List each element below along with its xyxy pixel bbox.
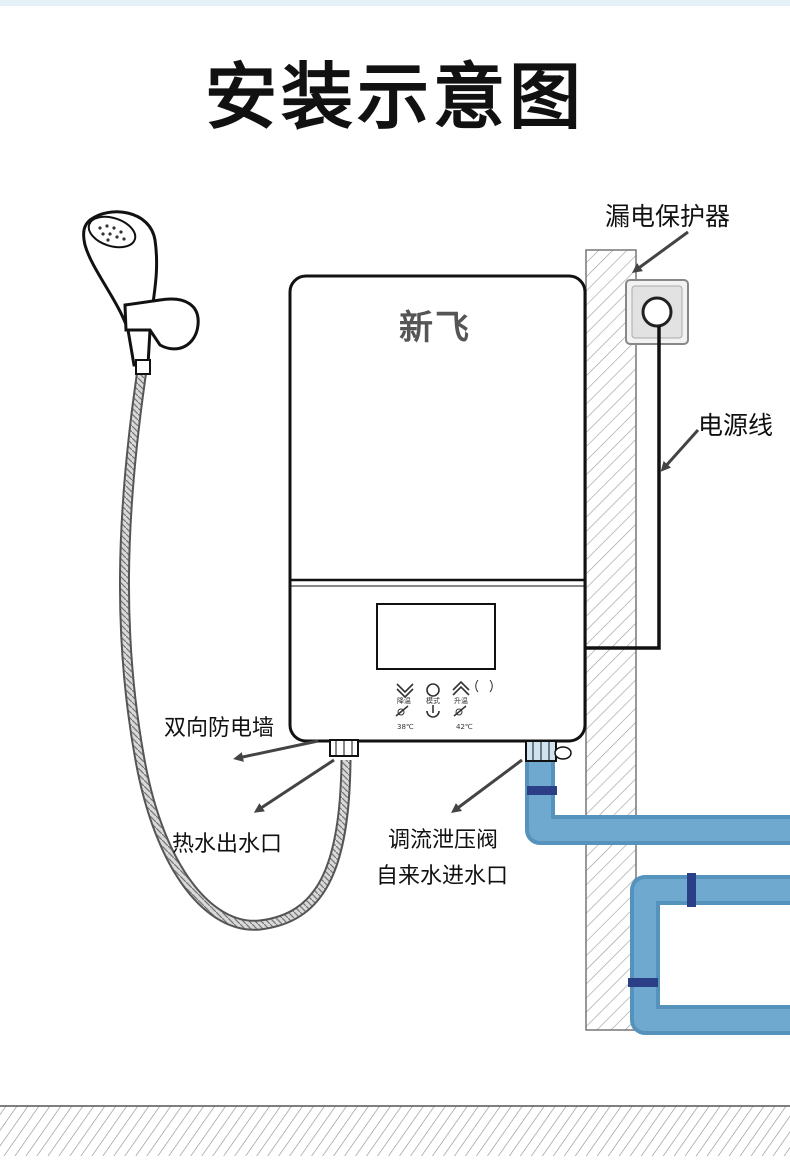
pipe-clamp	[687, 873, 696, 907]
preset-right-icon	[453, 705, 467, 717]
panel-label-up: 升温	[454, 697, 468, 705]
mode-icon	[426, 683, 440, 697]
floor	[0, 1105, 790, 1156]
label-hot-water-outlet: 热水出水口	[172, 832, 283, 857]
top-strip	[0, 0, 790, 6]
power-icon	[426, 705, 440, 718]
leakage-protector-icon	[625, 279, 689, 345]
panel-temp-left: 38℃	[397, 723, 414, 731]
water-heater	[288, 274, 587, 743]
shower-hose	[119, 369, 352, 931]
label-power-cord: 电源线	[698, 411, 774, 440]
label-anti-shock-wall: 双向防电墙	[164, 716, 275, 741]
power-cord	[586, 326, 661, 650]
pipe-clamp	[628, 978, 658, 987]
pipe-clamp	[527, 786, 557, 795]
label-cold-water-inlet: 自来水进水口	[376, 864, 509, 889]
label-pressure-valve: 调流泄压阀	[388, 828, 499, 853]
preset-left-icon	[395, 705, 409, 717]
wifi-icon	[475, 679, 493, 693]
panel-temp-right: 42℃	[456, 723, 473, 731]
temp-down-icon	[396, 683, 414, 699]
shower-head-icon	[82, 210, 200, 375]
pressure-valve-fitting	[525, 740, 572, 762]
panel-label-down: 降温	[397, 697, 411, 705]
callout-arrows	[233, 230, 700, 813]
panel-label-mode: 模式	[426, 697, 440, 705]
display-screen	[376, 603, 496, 670]
page-title: 安装示意图	[204, 55, 585, 139]
water-pipe	[525, 760, 790, 1035]
hot-water-fitting	[329, 739, 359, 757]
brand-logo: 新飞	[399, 308, 471, 348]
temp-up-icon	[452, 680, 470, 696]
label-leakage-protector: 漏电保护器	[605, 202, 731, 231]
wall	[585, 249, 637, 1031]
